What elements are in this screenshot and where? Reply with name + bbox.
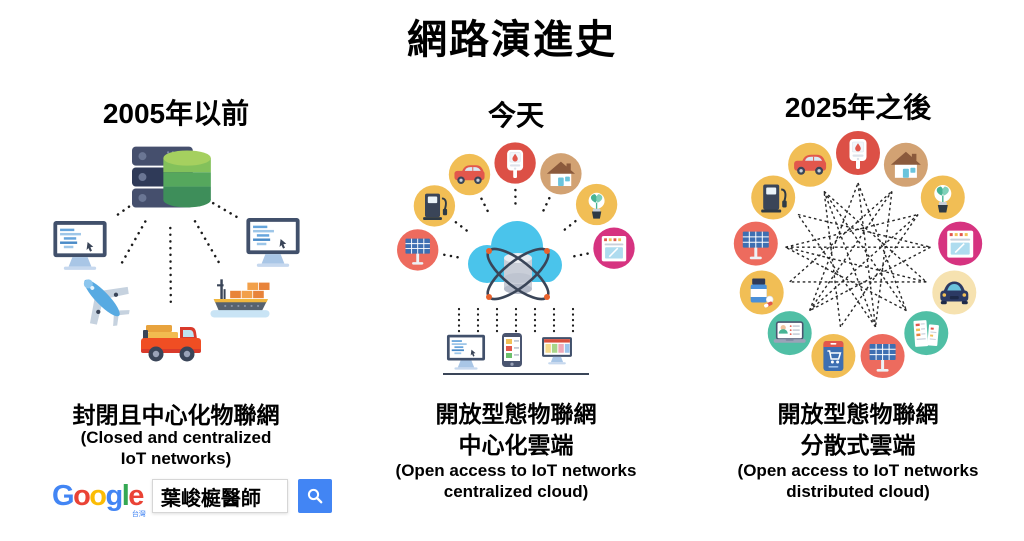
monitor-code-icon <box>446 334 486 370</box>
caption-center-zh-line1: 開放型態物聯網 <box>435 401 597 427</box>
google-search-input[interactable]: 葉峻榳醫師 <box>151 479 288 513</box>
airplane-icon <box>83 279 130 327</box>
caption-left-zh: 封閉且中心化物聯網 <box>72 402 280 428</box>
leaf-bulb-icon <box>920 175 965 220</box>
caption-right-zh-line2: 分散式雲端 <box>800 432 916 458</box>
google-search-button[interactable] <box>297 479 332 513</box>
fuel-pump-icon <box>413 185 456 227</box>
receipt-icon <box>904 311 949 356</box>
oven-icon <box>593 227 635 269</box>
panel-header-before-2005: 2005年以前 <box>102 98 250 129</box>
google-logo-letter: o <box>73 479 91 512</box>
cloud-atom-icon <box>468 221 562 301</box>
telemedicine-laptop-icon <box>767 311 812 356</box>
google-logo-region-label: 台灣 <box>131 510 146 518</box>
page-title: 網路演進史 <box>407 18 617 62</box>
house-icon <box>883 142 928 187</box>
oven-icon <box>938 221 983 266</box>
google-logo-letter: l <box>121 479 130 512</box>
car-side-icon <box>448 153 491 196</box>
monitor-dashboard-icon <box>542 337 572 365</box>
solar-panel-icon <box>397 229 439 271</box>
fuel-pump-icon <box>751 175 796 220</box>
google-logo-letter: e <box>128 479 144 512</box>
google-logo-letter: G <box>52 479 75 512</box>
panel-header-today: 今天 <box>487 100 544 131</box>
google-logo-letter: g <box>105 479 124 512</box>
center-panel-connections <box>443 188 589 375</box>
google-logo-letter: o <box>89 479 107 512</box>
caption-center-zh-line2: 中心化雲端 <box>458 432 574 458</box>
medicine-bottle-icon <box>739 270 784 315</box>
shopping-cart-icon <box>811 334 856 378</box>
cargo-ship-icon <box>210 279 270 318</box>
glucose-meter-icon <box>494 142 536 184</box>
glucose-meter-icon <box>836 131 880 175</box>
caption-left-en-line2: IoT networks) <box>120 449 232 468</box>
leaf-bulb-icon <box>575 183 618 226</box>
car-side-icon <box>788 142 833 187</box>
monitor-code-icon <box>53 221 107 270</box>
solar-panel-icon <box>733 221 778 266</box>
left-panel-connections <box>111 201 240 308</box>
caption-right-en-line1: (Open access to IoT networks <box>737 461 979 480</box>
monitor-code-icon <box>246 218 300 267</box>
solar-panel-icon <box>860 334 905 378</box>
house-icon <box>540 153 582 195</box>
car-front-icon <box>932 270 977 315</box>
caption-center-en-line1: (Open access to IoT networks <box>395 461 637 480</box>
caption-right-en-line2: distributed cloud) <box>786 482 930 501</box>
panel-header-after-2025: 2025年之後 <box>784 92 932 123</box>
smartphone-apps-icon <box>502 333 522 367</box>
caption-left-en-line1: (Closed and centralized <box>80 428 272 447</box>
search-icon <box>307 488 323 504</box>
caption-center-en-line2: centralized cloud) <box>443 482 589 501</box>
server-database-icon <box>132 146 211 208</box>
truck-icon <box>141 325 201 362</box>
caption-right-zh-line1: 開放型態物聯網 <box>777 401 939 427</box>
right-panel-mesh <box>785 182 931 328</box>
